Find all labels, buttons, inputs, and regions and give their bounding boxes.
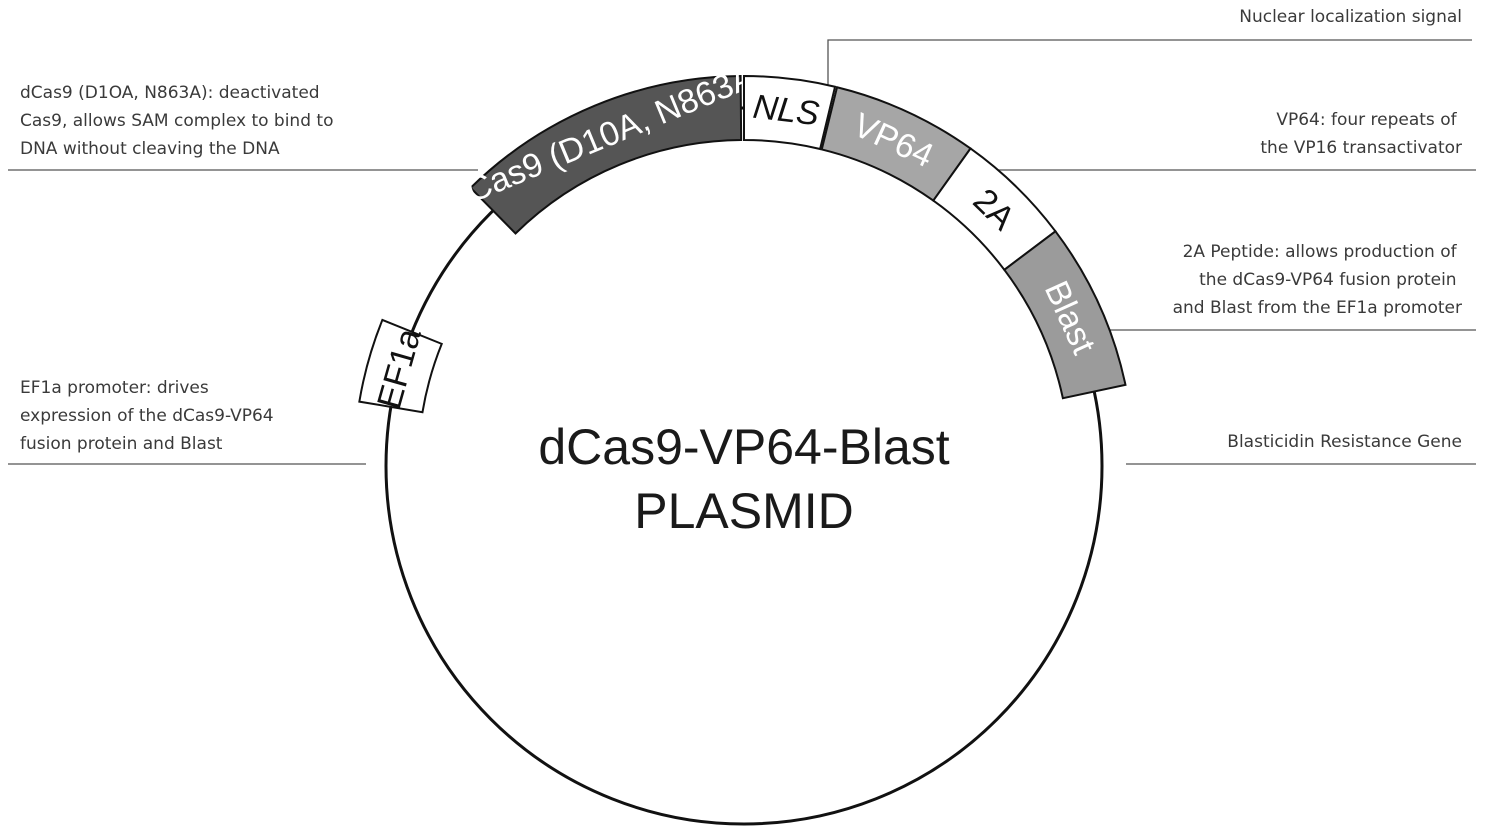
segment-dcas9 [469,75,743,235]
callout-vp64: VP64: four repeats of the VP16 transacti… [1260,110,1462,158]
leader-lines [8,39,1476,465]
leader-line-nls [827,39,1472,92]
segment-nls [743,74,837,151]
plasmid-subtitle: PLASMID [634,483,854,539]
segment-blast [1002,229,1127,400]
plasmid-name: dCas9-VP64-Blast [538,419,949,475]
segment-ef1a [358,318,444,414]
segment-label-nls: NLS [751,88,821,134]
callout-ef1a: EF1a promoter: drives expression of the … [20,378,279,454]
callout-blast: Blasticidin Resistance Gene [1227,432,1462,452]
callout-dcas9: dCas9 (D1OA, N863A): deactivated Cas9, a… [20,83,339,159]
callout-nls: Nuclear localization signal [1239,7,1462,27]
callouts: Nuclear localization signal dCas9 (D1OA,… [20,7,1462,454]
callout-2a: 2A Peptide: allows production of the dCa… [1173,242,1462,318]
